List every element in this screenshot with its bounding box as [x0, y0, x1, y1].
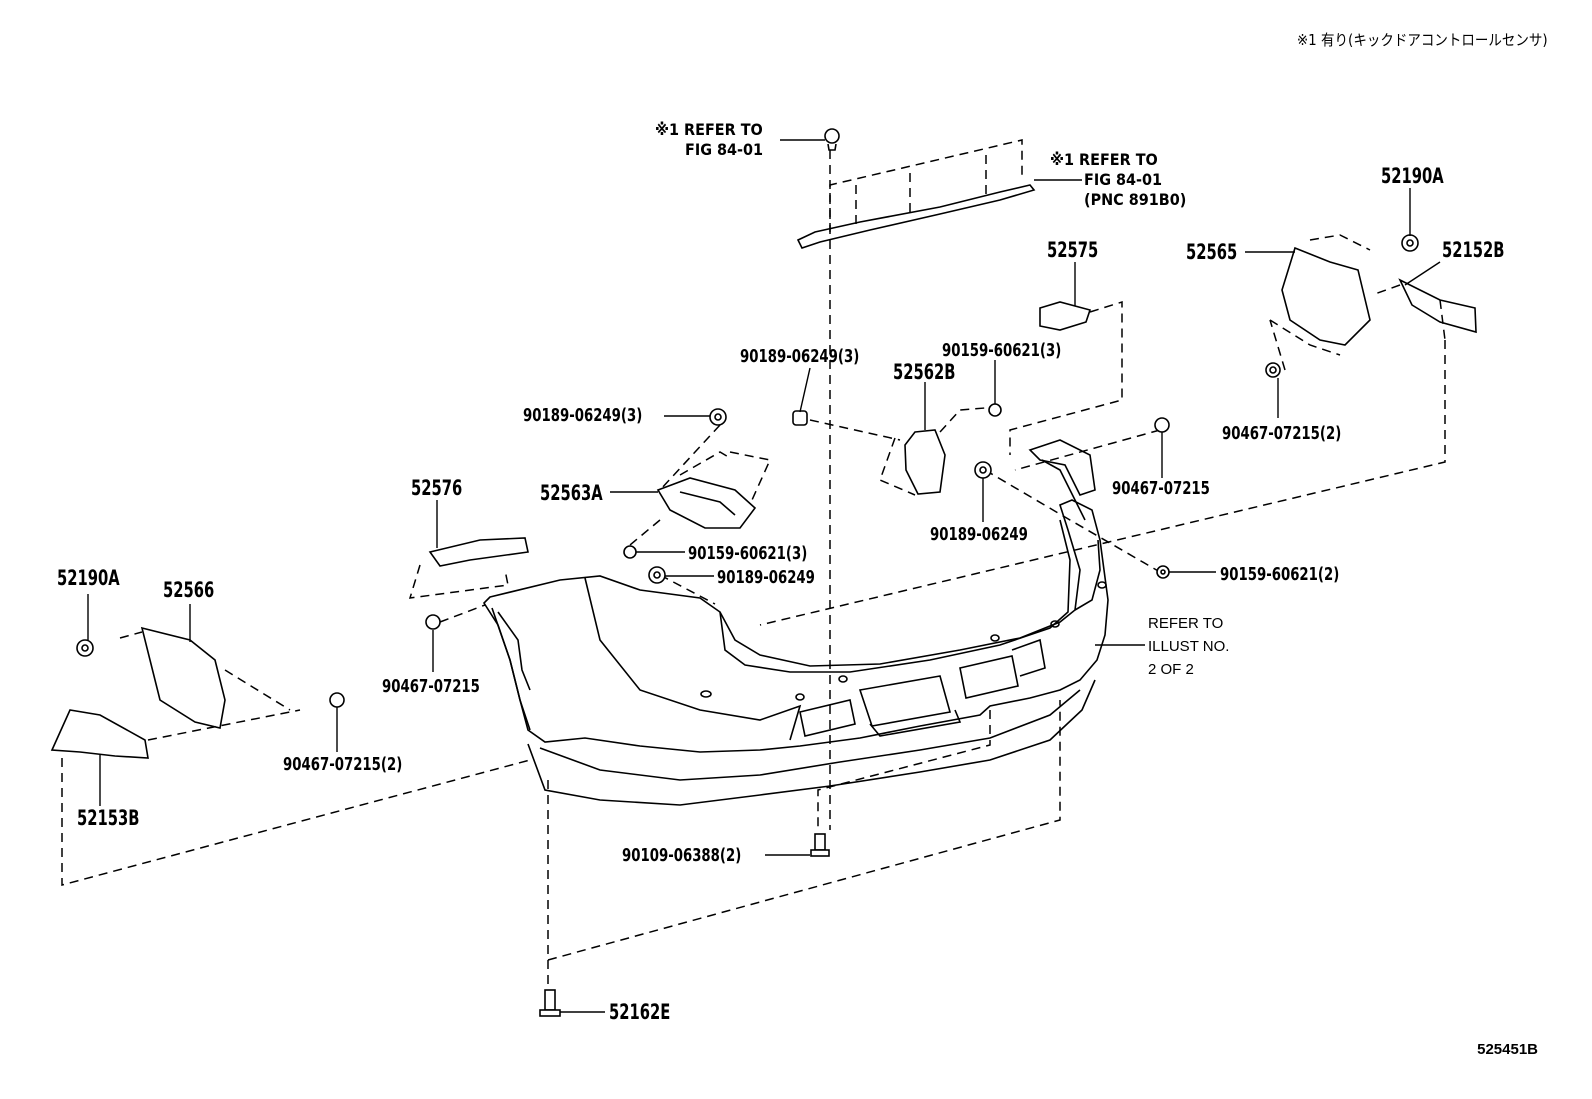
part-label: 90189-06249(3) — [523, 405, 643, 426]
bracket-52575 — [1009, 300, 1123, 455]
part-label: 52575 — [1047, 238, 1099, 262]
bracket-52152B — [759, 278, 1477, 626]
kick-sensor-strip — [796, 139, 1082, 249]
part-label: 90159-60621(3) — [688, 543, 808, 564]
part-label: 90189-06249 — [717, 567, 815, 588]
clip-52190A-right — [1401, 234, 1419, 252]
clip-90189-left — [709, 408, 727, 426]
header-note: ※1 有り(キックドアコントロールセンサ) — [1297, 31, 1548, 49]
illustration-id: 525451B — [1477, 1041, 1538, 1058]
part-label: 90159-60621(2) — [1220, 564, 1340, 585]
refer-illust-note: REFER TO ILLUST NO. 2 OF 2 — [1148, 612, 1229, 681]
bracket-52566 — [119, 626, 291, 729]
nut-90467-right2 — [1265, 362, 1281, 378]
nut-90467-left2 — [329, 692, 345, 708]
part-label: 52152B — [1442, 238, 1505, 262]
screw-90109 — [810, 833, 830, 857]
nut-90467-right — [1154, 417, 1170, 433]
part-label: 52162E — [609, 1000, 671, 1024]
clip-90189-center — [974, 461, 992, 479]
bracket-52153B — [50, 709, 531, 886]
ref-line: ※1 REFER TO — [1050, 150, 1158, 169]
ref-line: (PNC 891B0) — [1084, 190, 1187, 209]
clip-90189-lower — [648, 566, 666, 584]
part-label: 90467-07215(2) — [283, 754, 403, 775]
clip-52162E — [539, 989, 561, 1017]
ref-line: ※1 REFER TO — [655, 120, 763, 139]
ref-line: REFER TO — [1148, 615, 1224, 632]
part-label: 90467-07215(2) — [1222, 423, 1342, 444]
bracket-52562B — [879, 407, 986, 496]
part-label: 90159-60621(3) — [942, 340, 1062, 361]
part-label: 90189-06249 — [930, 524, 1028, 545]
nut-90159-left — [623, 545, 637, 559]
ref-line: FIG 84-01 — [1084, 170, 1163, 189]
ref-line: ILLUST NO. — [1148, 638, 1230, 655]
nut-90467-left — [425, 614, 441, 630]
part-label: 52190A — [1381, 164, 1444, 188]
refer-fig-top-left: ※1 REFER TO FIG 84-01 — [655, 120, 763, 160]
part-label: 90189-06249(3) — [740, 346, 860, 367]
part-label: 90109-06388(2) — [622, 845, 742, 866]
nut-90159-top — [988, 403, 1002, 417]
part-label: 90467-07215 — [382, 676, 480, 697]
nut-90159-2 — [1156, 565, 1170, 579]
rear-bumper-cover — [482, 439, 1109, 806]
refer-fig-top-right: ※1 REFER TO FIG 84-01 (PNC 891B0) — [1050, 150, 1186, 210]
leader-lines — [87, 139, 1441, 1013]
part-label: 52190A — [57, 566, 120, 590]
part-label: 52576 — [411, 476, 463, 500]
part-label: 52565 — [1186, 240, 1238, 264]
part-label: 52566 — [163, 578, 215, 602]
guide-lines — [439, 150, 1446, 990]
part-label: 52562B — [893, 360, 956, 384]
clip-52190A-left — [76, 639, 94, 657]
ref-line: 2 OF 2 — [1148, 661, 1194, 678]
part-label: 52153B — [77, 806, 140, 830]
clip-90189-mid — [792, 410, 808, 426]
part-label: 52563A — [540, 481, 603, 505]
part-label: 90467-07215 — [1112, 478, 1210, 499]
ref-line: FIG 84-01 — [685, 140, 764, 159]
bracket-52565 — [1269, 234, 1371, 356]
bracket-52563A — [629, 424, 772, 546]
clip-top — [824, 128, 840, 151]
bracket-52576 — [408, 537, 529, 599]
